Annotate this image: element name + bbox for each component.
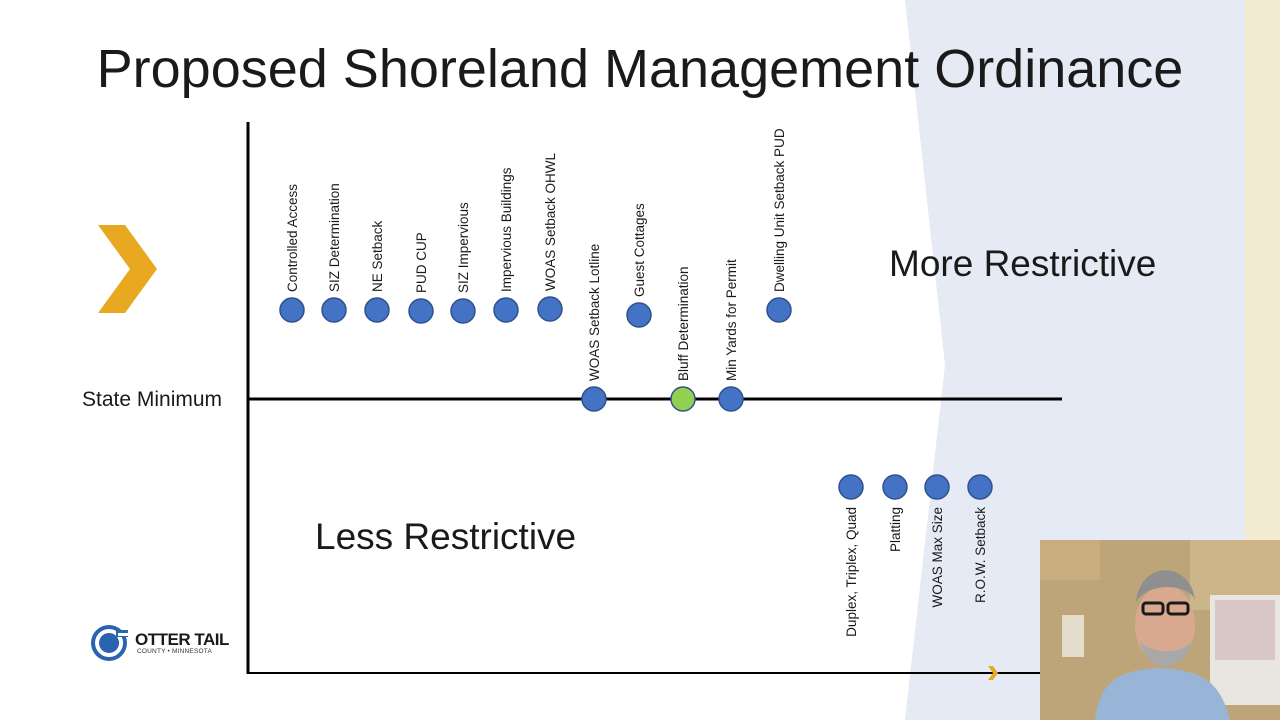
label-more-0: Controlled Access: [285, 184, 300, 292]
dot-more-0: [279, 297, 305, 323]
dot-more-7: [626, 302, 652, 328]
dot-state-0: [581, 386, 607, 412]
label-more-4: SIZ Impervious: [456, 202, 471, 293]
label-less-0: Duplex, Triplex, Quad: [844, 507, 859, 637]
label-more-7: Guest Cottages: [632, 203, 647, 297]
slide-title: Proposed Shoreland Management Ordinance: [96, 39, 1184, 99]
dot-more-4: [450, 298, 476, 324]
otter-tail-logo: OTTER TAIL COUNTY • MINNESOTA: [90, 624, 230, 664]
label-less-2: WOAS Max Size: [930, 507, 945, 608]
dot-more-8: [766, 297, 792, 323]
label-more-2: NE Setback: [370, 220, 385, 292]
chevron-icon: [98, 225, 157, 313]
dot-state-1: [670, 386, 696, 412]
dot-less-2: [924, 474, 950, 500]
label-more-1: SIZ Determination: [327, 183, 342, 292]
label-more-3: PUD CUP: [414, 232, 429, 293]
small-chevron-icon: [988, 666, 998, 680]
label-less-1: Platting: [888, 507, 903, 552]
more-restrictive-label: More Restrictive: [889, 243, 1157, 284]
state-minimum-label: State Minimum: [82, 388, 223, 411]
dot-more-1: [321, 297, 347, 323]
dot-more-2: [364, 297, 390, 323]
label-more-6: WOAS Setback OHWL: [543, 152, 558, 291]
presenter-video-feed: [1040, 540, 1280, 720]
presenter-image: [1040, 540, 1280, 720]
label-less-3: R.O.W. Setback: [973, 507, 988, 603]
otter-tail-logo-icon: [91, 625, 128, 661]
label-more-5: Impervious Buildings: [499, 167, 514, 292]
dot-more-5: [493, 297, 519, 323]
label-state-2: Min Yards for Permit: [724, 259, 739, 381]
logo-subtitle: COUNTY • MINNESOTA: [137, 648, 212, 655]
label-more-8: Dwelling Unit Setback PUD: [772, 128, 787, 292]
dot-less-1: [882, 474, 908, 500]
less-restrictive-label: Less Restrictive: [315, 516, 577, 557]
label-state-0: WOAS Setback Lotline: [587, 244, 602, 381]
dot-less-3: [967, 474, 993, 500]
logo-name: OTTER TAIL: [135, 630, 229, 649]
dot-state-2: [718, 386, 744, 412]
label-state-1: Bluff Determination: [676, 266, 691, 381]
dot-less-0: [838, 474, 864, 500]
side-panel-yellow-strip: [1245, 0, 1280, 540]
dot-more-6: [537, 296, 563, 322]
dot-more-3: [408, 298, 434, 324]
